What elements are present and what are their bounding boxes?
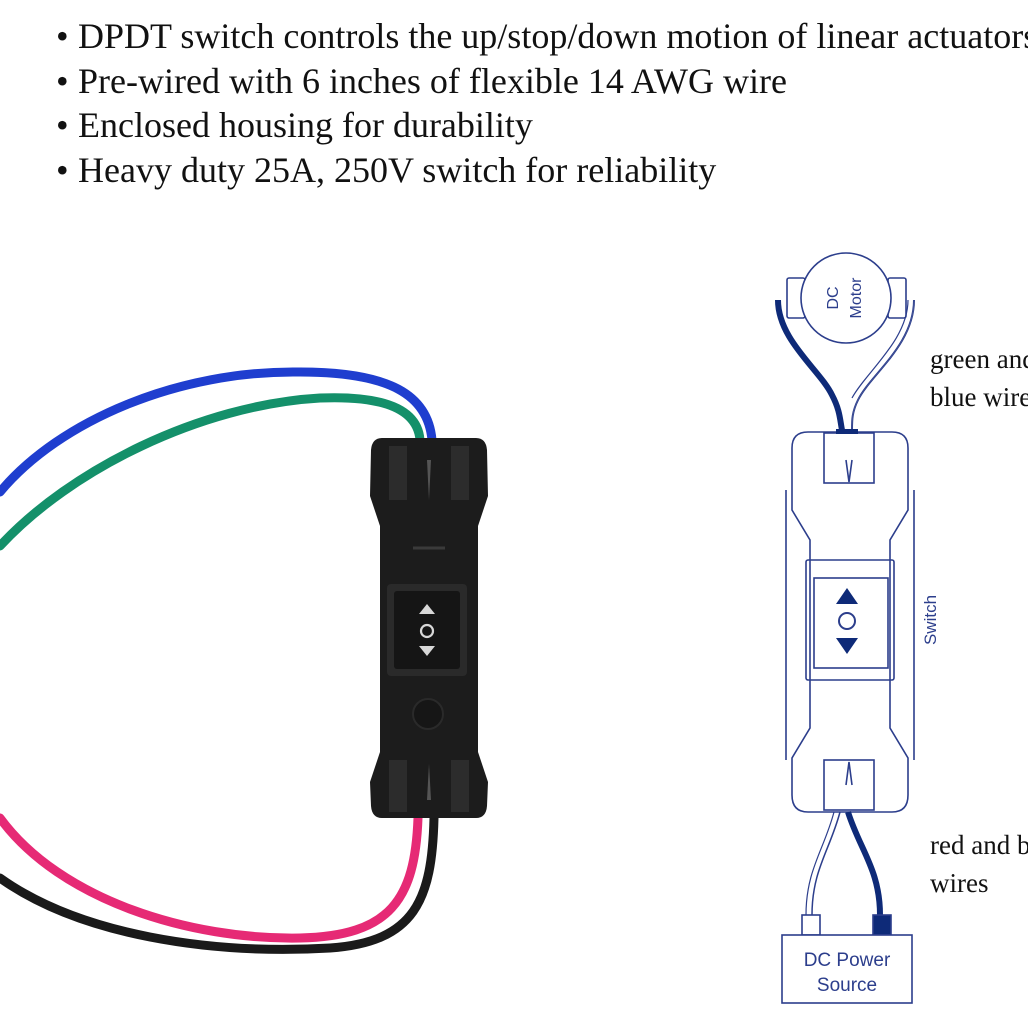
rocker-switch: [387, 584, 467, 676]
bullet-item: •Pre-wired with 6 inches of flexible 14 …: [56, 59, 1028, 104]
diagram-up-arrow-icon: [836, 588, 858, 604]
diagram-stop-circle-icon: [838, 612, 856, 630]
down-arrow-icon: [419, 646, 435, 656]
feature-bullet-list: •DPDT switch controls the up/stop/down m…: [56, 14, 1028, 192]
switch-label: Switch: [921, 595, 940, 645]
bullet-dot: •: [56, 16, 69, 56]
diagram-blue-wire: [775, 299, 845, 431]
bottom-wires-label: red and black wires: [930, 830, 1028, 898]
bullet-dot: •: [56, 60, 69, 101]
up-arrow-icon: [419, 604, 435, 614]
diagram-black-wire: [845, 811, 883, 916]
bullet-item: •Enclosed housing for durability: [56, 103, 1028, 148]
switch-housing: [370, 438, 488, 818]
diagram-down-arrow-icon: [836, 638, 858, 654]
wiring-diagram: DC Motor Switch: [775, 252, 940, 1004]
stop-circle-icon: [419, 623, 435, 639]
product-photo: [0, 367, 488, 954]
dc-power-source: [781, 914, 913, 1004]
bullet-dot: •: [56, 149, 69, 190]
diagram-red-wire: [811, 811, 841, 916]
dc-motor: [786, 252, 907, 344]
source-label-line1: DC Power: [804, 950, 891, 971]
diagram-switch: [785, 429, 915, 813]
red-wire: [0, 813, 423, 943]
black-wire: [0, 813, 439, 954]
motor-label-motor: Motor: [848, 277, 865, 319]
bullet-item: •DPDT switch controls the up/stop/down m…: [56, 14, 1028, 59]
bullet-dot: •: [56, 105, 69, 145]
motor-label-dc: DC: [825, 286, 842, 309]
green-wire: [0, 393, 425, 551]
top-wires-label: green and blue wires: [930, 344, 1028, 412]
blue-wire: [0, 367, 437, 497]
bullet-item: •Heavy duty 25A, 250V switch for reliabi…: [56, 148, 1028, 193]
source-label-line2: Source: [817, 975, 877, 996]
